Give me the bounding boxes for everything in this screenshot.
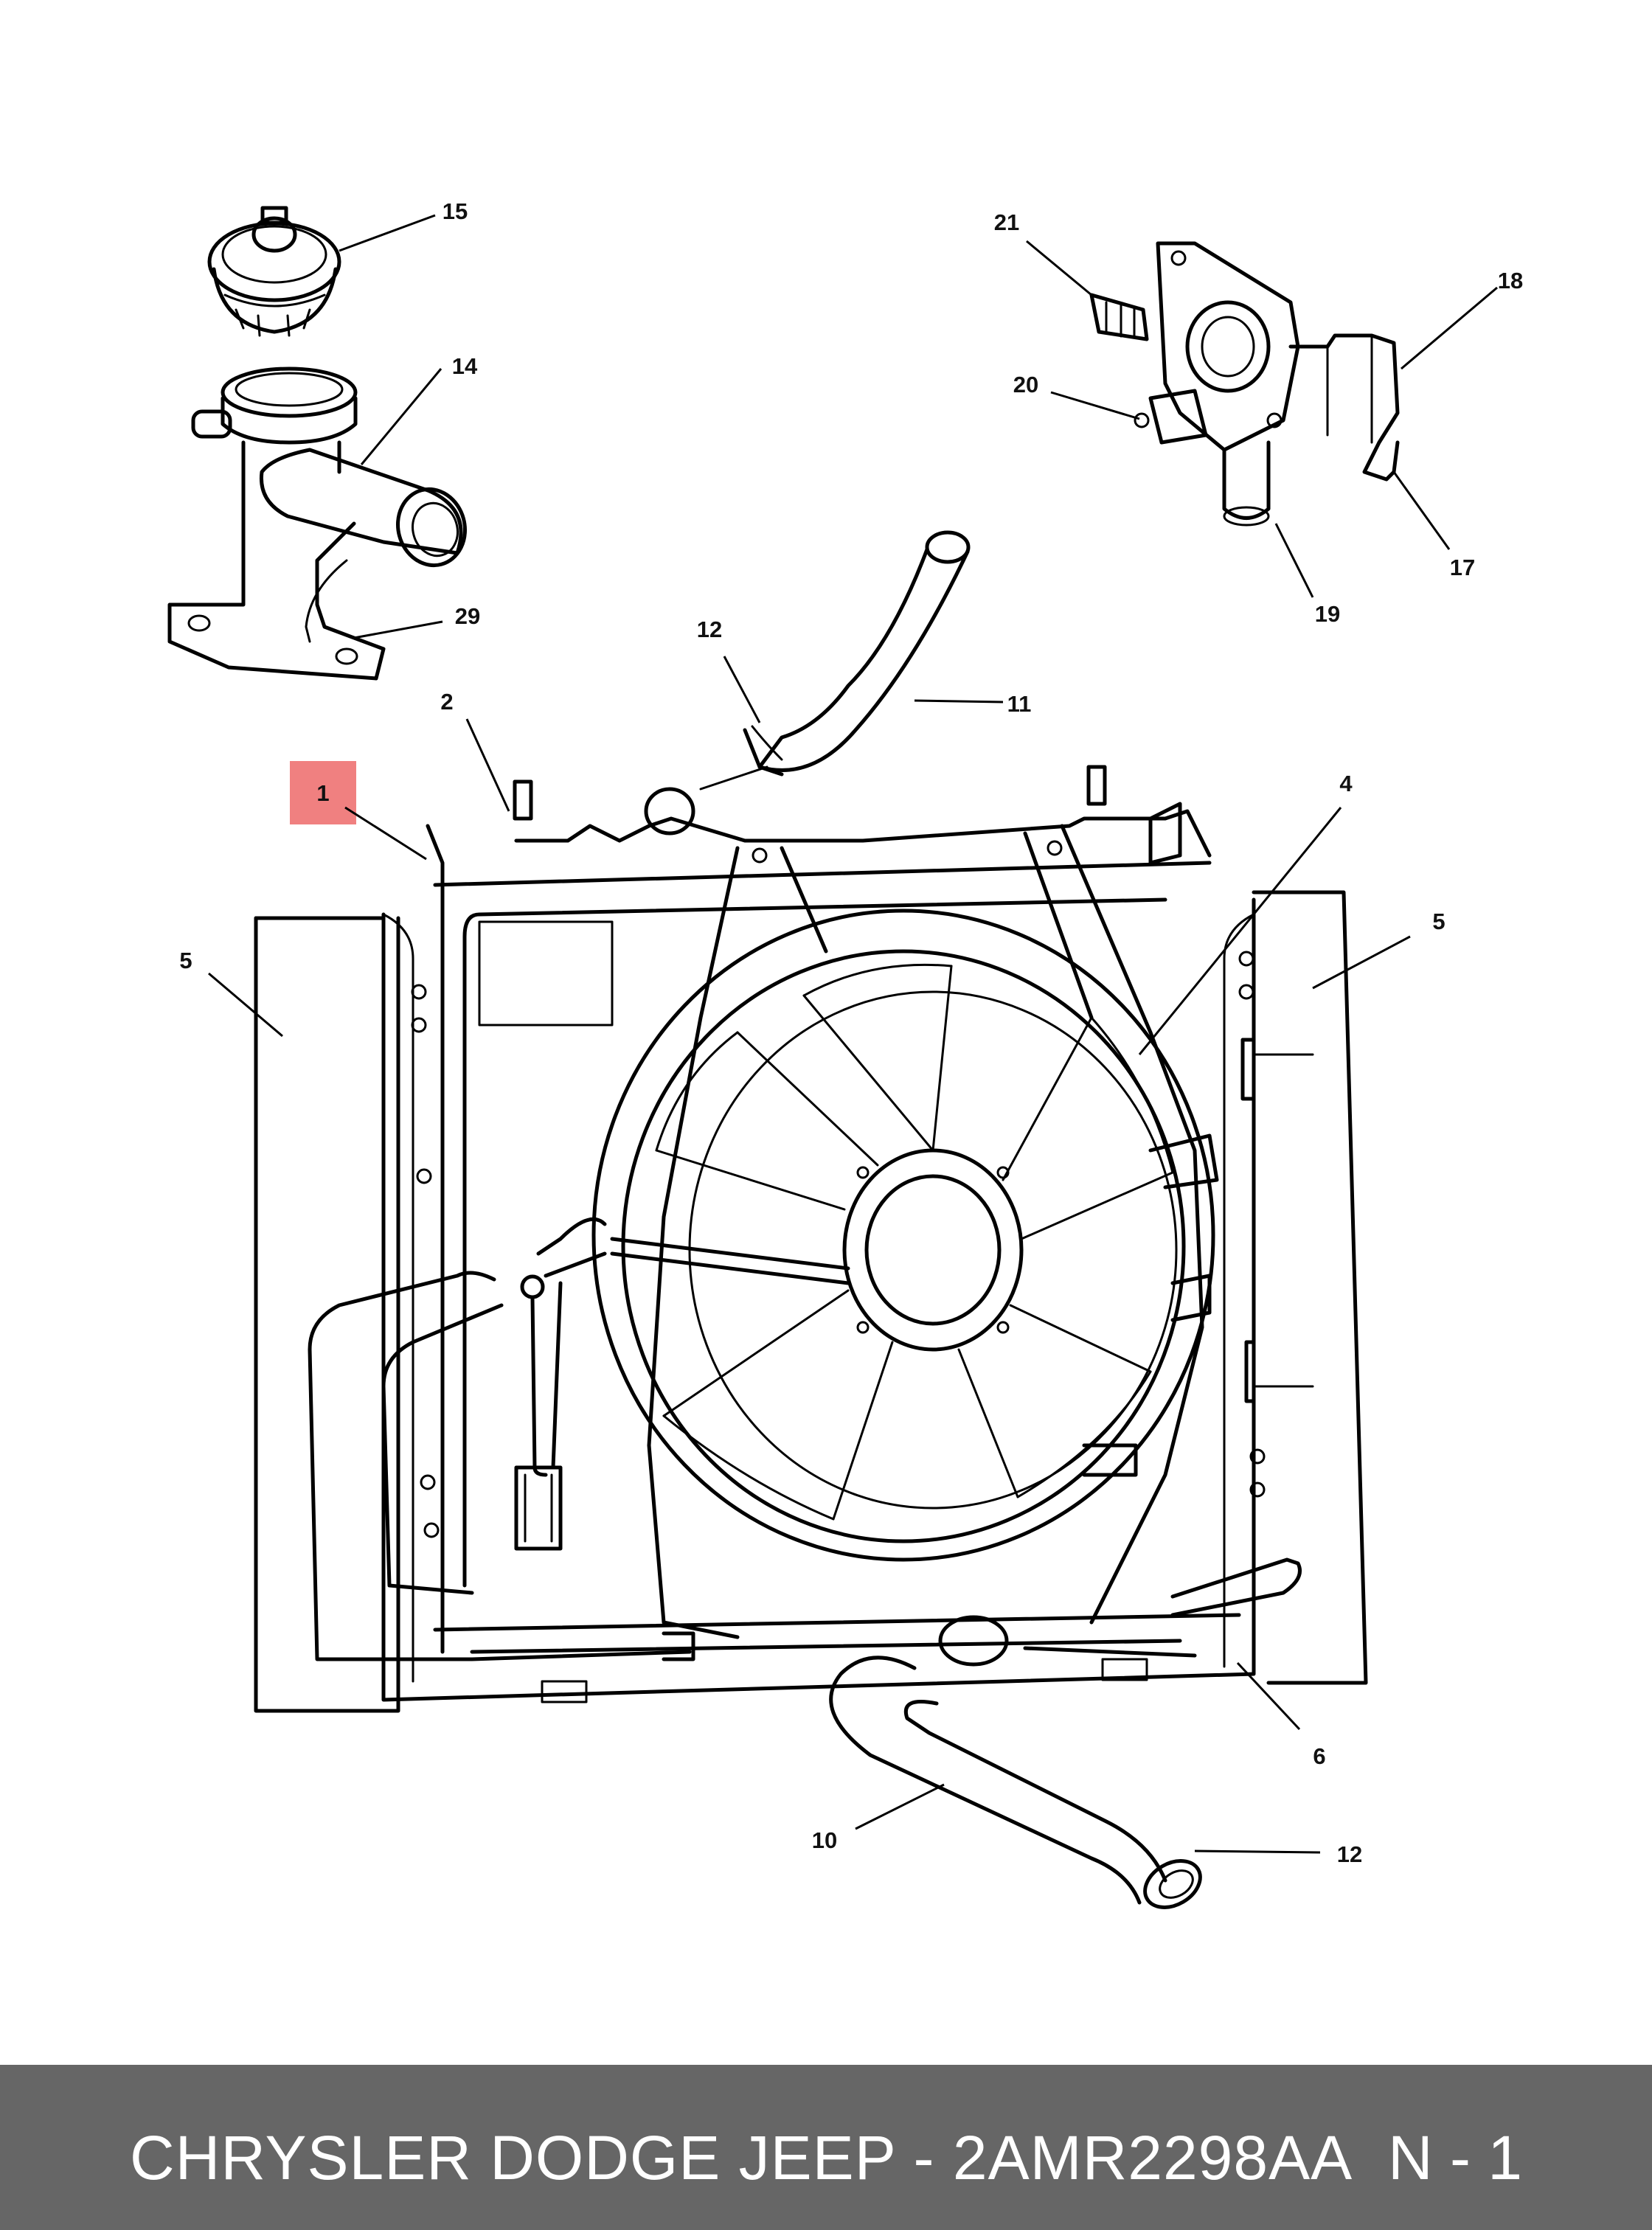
- thermostat-housing: [167, 367, 468, 681]
- coolant-outlet-housing: [1089, 241, 1400, 527]
- callout-21: 21: [994, 209, 1019, 235]
- parts-diagram: 1 2 4 5 5 6 10 11 12 12 14 15 17 18 19 2…: [167, 198, 1523, 1909]
- cooling-fan: [610, 963, 1178, 1521]
- callout-14: 14: [452, 353, 478, 379]
- fan-wiring: [514, 1251, 607, 1551]
- callout-2: 2: [440, 689, 453, 715]
- lower-radiator-hose: [829, 1656, 1202, 1909]
- callout-11: 11: [1007, 691, 1032, 717]
- callout-6: 6: [1313, 1743, 1325, 1769]
- air-seals: [254, 890, 1368, 1713]
- highlight-box: [290, 761, 356, 824]
- callout-19: 19: [1315, 601, 1340, 627]
- callout-10: 10: [812, 1827, 837, 1853]
- part-number-footer: CHRYSLER DODGE JEEP - 2AMR2298AA N - 1: [0, 2065, 1652, 2230]
- radiator: [308, 765, 1314, 1703]
- callout-15: 15: [442, 198, 468, 224]
- callout-29: 29: [455, 603, 480, 629]
- callout-20: 20: [1013, 372, 1038, 397]
- callout-4: 4: [1339, 771, 1353, 796]
- part-number-label: CHRYSLER DODGE JEEP - 2AMR2298AA: [130, 2123, 1353, 2192]
- thermostat: [207, 206, 341, 337]
- callout-5-right: 5: [1432, 909, 1445, 934]
- callout-12-lower: 12: [1337, 1841, 1362, 1867]
- callout-17: 17: [1450, 555, 1475, 580]
- callout-1: 1: [316, 780, 329, 806]
- callout-5-left: 5: [179, 948, 192, 973]
- callout-12-upper: 12: [697, 616, 722, 642]
- fan-shroud: [536, 824, 1219, 1639]
- upper-radiator-hose: [699, 530, 971, 791]
- callout-leaders: [208, 214, 1498, 1854]
- callout-18: 18: [1498, 268, 1523, 293]
- page-label: N - 1: [1388, 2123, 1523, 2192]
- callout-labels: 1 2 4 5 5 6 10 11 12 12 14 15 17 18 19 2…: [179, 198, 1523, 1867]
